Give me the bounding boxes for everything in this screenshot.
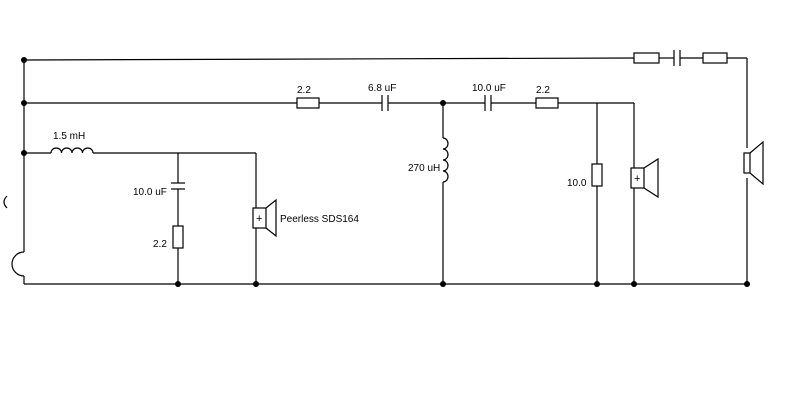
label-woofer: Peerless SDS164: [280, 214, 359, 225]
edge-mark: [3, 195, 8, 209]
tweeter-plus-mark: +: [634, 173, 640, 185]
inductor-l1: [50, 147, 94, 154]
woofer-plus-mark: +: [256, 213, 262, 225]
capacitor-c2: [484, 95, 492, 111]
resistor-r2: [535, 97, 559, 109]
label-c2: 10.0 uF: [472, 83, 506, 94]
label-r4: 10.0: [567, 178, 587, 189]
tweeter-speaker: +: [630, 157, 659, 199]
tweeter-branch: [24, 95, 635, 284]
label-l1: 1.5 mH: [53, 131, 85, 142]
label-r1: 2.2: [297, 85, 311, 96]
top-branch: [23, 50, 748, 284]
woofer-speaker: +: [252, 198, 277, 238]
top-resistor-2: [702, 52, 728, 64]
woofer-branch: [24, 147, 257, 284]
label-r2: 2.2: [536, 85, 550, 96]
top-capacitor: [673, 50, 681, 66]
inductor-l2: [442, 103, 449, 284]
label-c3: 10.0 uF: [133, 187, 167, 198]
input-terminal: [11, 251, 25, 277]
label-r3: 2.2: [153, 239, 167, 250]
top-resistor-1: [633, 52, 660, 64]
label-l2: 270 uH: [408, 163, 440, 174]
zobel-network: [171, 153, 185, 284]
right-tweeter-speaker: [743, 140, 764, 186]
resistor-r1: [296, 97, 320, 109]
resistor-r4: [591, 103, 603, 284]
capacitor-c3: [171, 182, 185, 190]
resistor-r3: [172, 225, 184, 249]
capacitor-c1: [381, 95, 389, 111]
junction-dots: [21, 57, 750, 287]
label-c1: 6.8 uF: [368, 83, 396, 94]
